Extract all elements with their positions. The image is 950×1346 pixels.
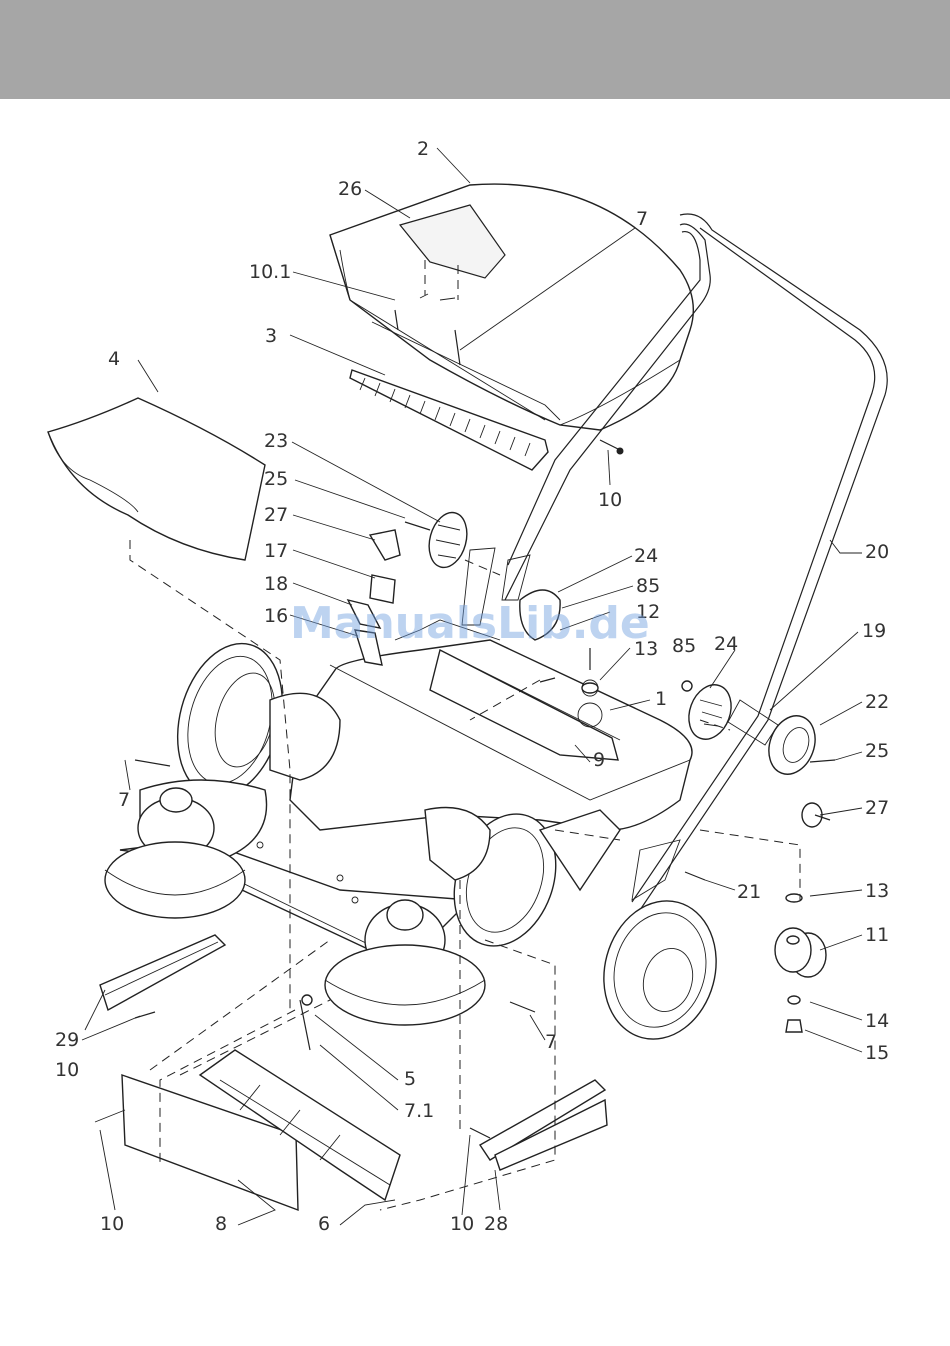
label-85-a: 85 [636, 575, 660, 597]
label-16: 16 [264, 605, 288, 627]
label-7-left: 7 [118, 789, 130, 811]
label-21: 21 [737, 881, 761, 903]
side-flap [48, 398, 265, 560]
label-27-left: 27 [264, 504, 288, 526]
label-7-1: 7.1 [404, 1100, 434, 1122]
label-24-b: 24 [714, 633, 738, 655]
label-7-top: 7 [636, 208, 648, 230]
rear-bracket-28 [480, 1080, 607, 1170]
label-23: 23 [264, 430, 288, 452]
label-10-left: 10 [55, 1059, 79, 1081]
label-10-top: 10 [598, 489, 622, 511]
label-1: 1 [655, 688, 667, 710]
label-10-bottom-left: 10 [100, 1213, 124, 1235]
right-hub-parts [682, 679, 835, 827]
label-10-1: 10.1 [249, 261, 291, 283]
label-14: 14 [865, 1010, 889, 1032]
label-24-a: 24 [634, 545, 658, 567]
label-3: 3 [265, 325, 277, 347]
watermark: ManualsLib.de [290, 598, 650, 649]
label-18: 18 [264, 573, 288, 595]
label-6: 6 [318, 1213, 330, 1235]
label-10-bottom-mid: 10 [450, 1213, 474, 1235]
label-28: 28 [484, 1213, 508, 1235]
label-17: 17 [264, 540, 288, 562]
label-9: 9 [593, 749, 605, 771]
label-8: 8 [215, 1213, 227, 1235]
label-2: 2 [417, 138, 429, 160]
rear-wheel [589, 888, 731, 1052]
front-flap-29 [100, 935, 225, 1018]
label-11: 11 [865, 924, 889, 946]
label-29: 29 [55, 1029, 79, 1051]
label-15: 15 [865, 1042, 889, 1064]
label-7-mid: 7 [545, 1031, 557, 1053]
label-4: 4 [108, 348, 120, 370]
label-85-b: 85 [672, 635, 696, 657]
label-27-right: 27 [865, 797, 889, 819]
label-20: 20 [865, 541, 889, 563]
caster-wheel [775, 894, 826, 1032]
left-wheel [105, 632, 340, 918]
label-25-left: 25 [264, 468, 288, 490]
label-13-bottom: 13 [865, 880, 889, 902]
label-25-right: 25 [865, 740, 889, 762]
main-body [290, 620, 692, 830]
label-5: 5 [404, 1068, 416, 1090]
label-26: 26 [338, 178, 362, 200]
label-19: 19 [862, 620, 886, 642]
label-22: 22 [865, 691, 889, 713]
